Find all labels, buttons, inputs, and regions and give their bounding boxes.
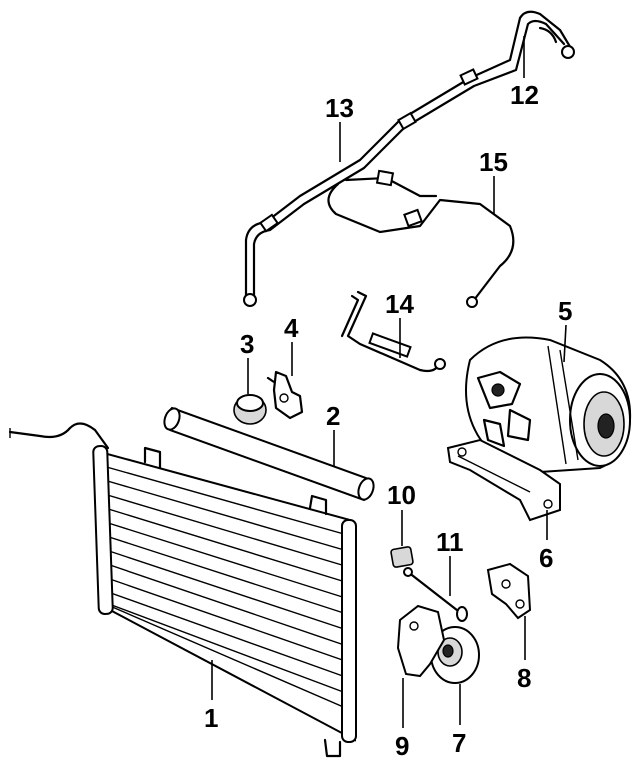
callout-9: 9 xyxy=(395,731,409,761)
callout-11: 11 xyxy=(436,527,464,557)
callout-12: 12 xyxy=(510,80,539,110)
pressure-switch xyxy=(266,370,304,420)
condenser-fins xyxy=(102,465,356,713)
callout-4: 4 xyxy=(284,313,299,343)
condenser-hose xyxy=(243,10,575,307)
nut xyxy=(390,546,414,568)
callout-5: 5 xyxy=(558,296,572,326)
condenser xyxy=(8,422,357,758)
idler-pulley xyxy=(430,626,480,684)
callout-7: 7 xyxy=(452,728,466,758)
callout-8: 8 xyxy=(517,663,531,693)
callout-3: 3 xyxy=(240,329,254,359)
callout-14: 14 xyxy=(385,289,414,319)
compressor xyxy=(465,336,632,474)
callout-13: 13 xyxy=(325,93,354,123)
callout-15: 15 xyxy=(479,147,508,177)
suction-hose xyxy=(327,169,515,308)
callout-1: 1 xyxy=(204,703,218,733)
callout-10: 10 xyxy=(387,480,416,510)
callout-labels: 1 2 3 4 5 6 7 8 9 10 11 12 13 14 15 xyxy=(204,80,572,761)
adjusting-bolt xyxy=(403,567,468,622)
drier-cap xyxy=(233,394,267,425)
compressor-bracket xyxy=(446,438,561,522)
callout-2: 2 xyxy=(326,401,340,431)
callout-6: 6 xyxy=(539,543,553,573)
tensioner-bracket xyxy=(396,604,446,678)
receiver-drier xyxy=(163,406,375,502)
callout-leaders xyxy=(211,36,567,728)
mount-bracket xyxy=(486,562,532,620)
